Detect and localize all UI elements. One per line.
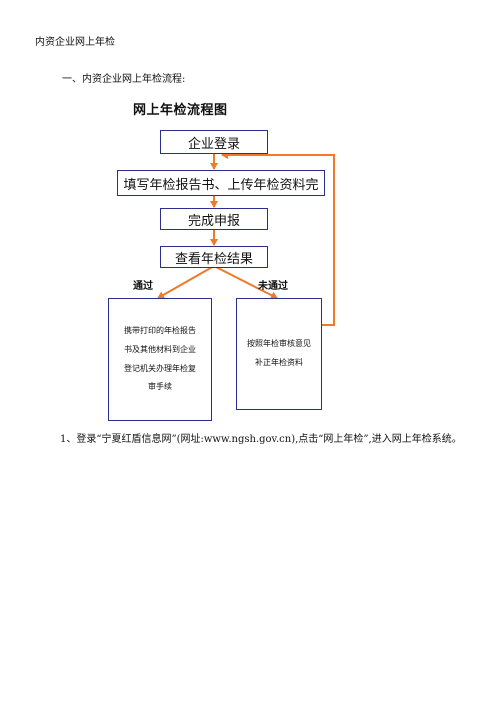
step-fill-report: 填写年检报告书、上传年检资料完 xyxy=(117,170,325,196)
arrow-result-to-pass xyxy=(157,265,215,299)
step-one-paragraph: 1、登录“宁夏红盾信息网”(网址:www.ngsh.gov.cn),点击“网上年… xyxy=(60,434,462,445)
step-submit: 完成申报 xyxy=(160,208,268,230)
fail-line-1: 按照年检审核意见 xyxy=(247,339,311,349)
branch-fail-label: 未通过 xyxy=(258,281,288,292)
branch-pass-label: 通过 xyxy=(133,281,153,292)
pass-line-3: 登记机关办理年检复 xyxy=(124,363,196,373)
arrow-fail-loop-back xyxy=(221,151,335,326)
flowchart-title: 网上年检流程图 xyxy=(133,103,228,118)
step-login: 企业登录 xyxy=(160,130,268,154)
fail-instructions-box: 按照年检审核意见 补正年检资料 xyxy=(236,298,322,410)
step-view-result: 查看年检结果 xyxy=(160,246,268,268)
arrow-result-to-fail xyxy=(213,265,278,299)
fail-line-2: 补正年检资料 xyxy=(255,358,303,367)
pass-line-1: 携带打印的年检报告 xyxy=(124,325,196,335)
pass-line-4: 审手续 xyxy=(148,382,172,392)
pass-line-2: 书及其他材料到企业 xyxy=(124,344,196,354)
section-heading: 一、内资企业网上年检流程: xyxy=(62,74,186,85)
page-header: 内资企业网上年检 xyxy=(35,37,115,48)
pass-instructions-box: 携带打印的年检报告 书及其他材料到企业 登记机关办理年检复 审手续 xyxy=(108,298,212,421)
